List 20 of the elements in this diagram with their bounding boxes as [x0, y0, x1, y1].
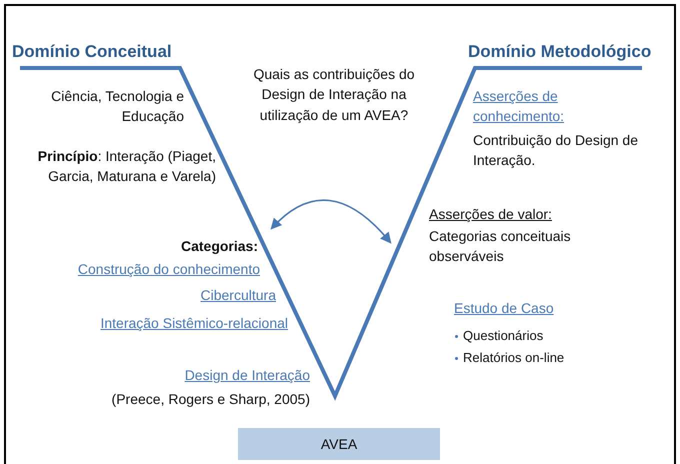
domain-heading: Domínio Conceitual: [12, 41, 173, 63]
box-label: AVEA: [320, 436, 358, 452]
text-label: Princípio: Interação (Piaget, Garcia, Maturana e Varela): [36, 147, 216, 186]
link-text: Interação Sistêmico-relacional: [99, 314, 288, 333]
link-text: Asserções de conhecimento:: [473, 87, 566, 126]
link-text: Design de Interação: [184, 366, 310, 385]
text-label: Quais as contribuições do Design de Interação na utilização de um AVEA?: [252, 65, 416, 125]
link-text: Cibercultura: [200, 286, 276, 305]
text-label: Categorias conceituais observáveis: [429, 227, 572, 266]
text-label: Contribuição do Design de Interação.: [473, 131, 639, 170]
section-label: Categorias:: [180, 237, 258, 256]
section-label: Asserções de valor:: [429, 205, 553, 224]
text-label: Ciência, Tecnologia e Educação: [50, 87, 184, 126]
text-label: (Preece, Rogers e Sharp, 2005): [110, 390, 310, 409]
link-text: Construção do conhecimento: [76, 260, 260, 279]
environment-box: [238, 428, 440, 460]
bullet-item: Questionários: [454, 328, 544, 343]
bullet-item: Relatórios on-line: [454, 350, 564, 365]
domain-heading: Domínio Metodológico: [468, 41, 652, 63]
link-text: Estudo de Caso: [454, 299, 555, 318]
